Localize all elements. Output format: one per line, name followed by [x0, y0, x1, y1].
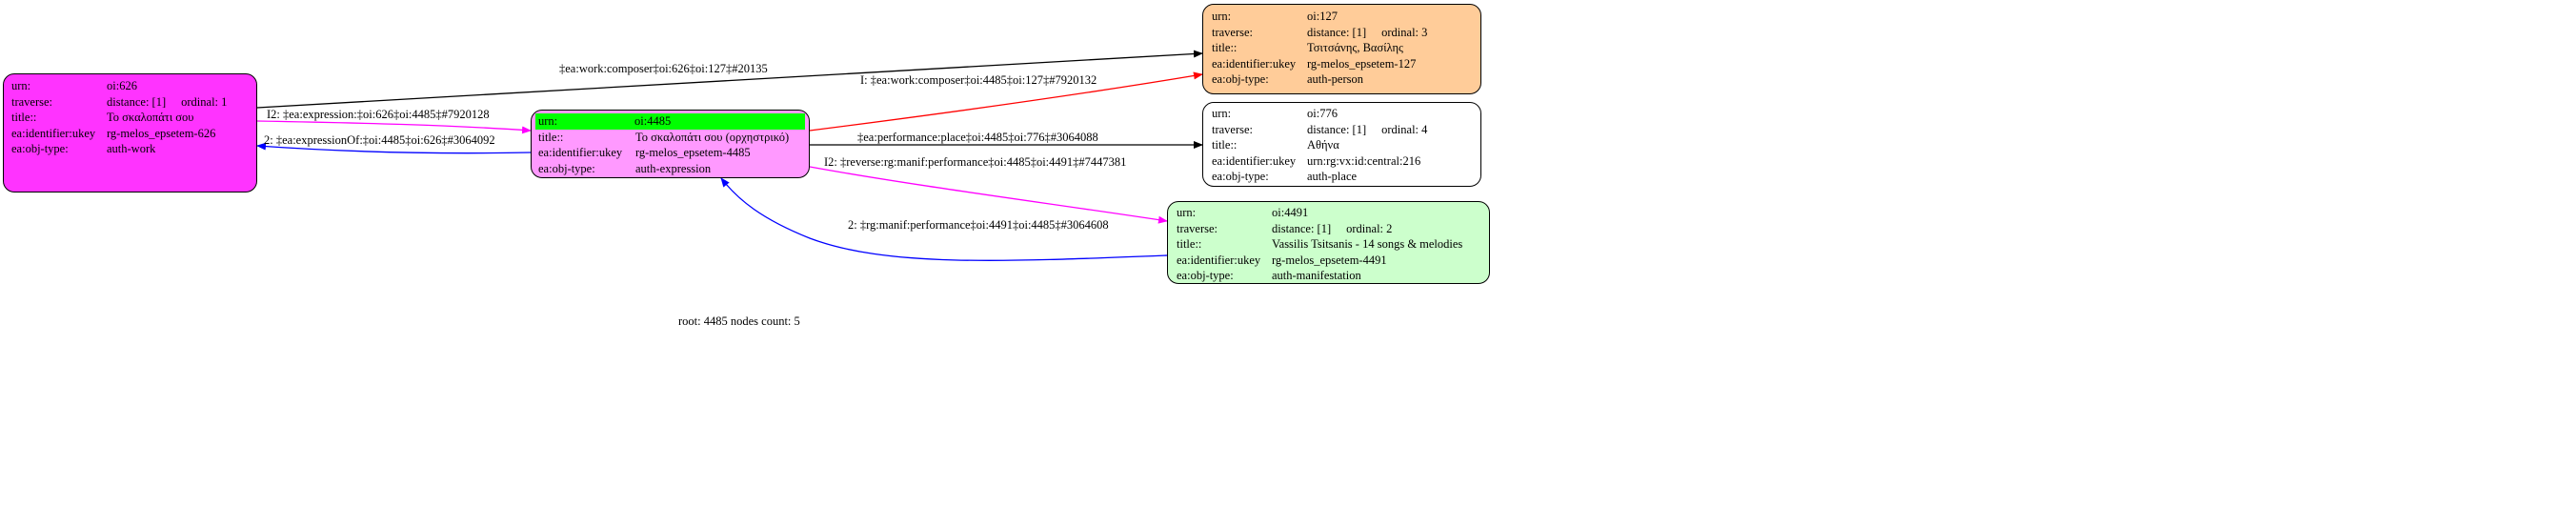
- edge-label: I2: ‡ea:expression:‡oi:626‡oi:4485‡#7920…: [267, 108, 490, 121]
- title-value: Αθήνα: [1307, 138, 1339, 152]
- ordinal-value: ordinal: 3: [1381, 25, 1428, 39]
- edge-label: I: ‡ea:work:composer‡oi:4485‡oi:127‡#792…: [860, 73, 1097, 87]
- field-label: ea:identifier:ukey: [1212, 56, 1297, 71]
- node-oi-4491[interactable]: urn: oi:4491 traverse: distance: [1] ordina…: [1167, 201, 1490, 284]
- field-label: traverse:: [1177, 221, 1218, 235]
- ordinal-value: ordinal: 4: [1381, 122, 1428, 136]
- title-value: Τσιτσάνης, Βασίλης: [1307, 41, 1404, 55]
- urn-value: oi:626: [107, 79, 137, 92]
- node-oi-4485-root[interactable]: urn:oi:4485 title::Το σκαλοπάτι σου (ορχ…: [531, 110, 810, 178]
- ordinal-value: ordinal: 1: [181, 94, 228, 109]
- field-label: traverse:: [1212, 122, 1254, 136]
- urn-value: oi:127: [1307, 10, 1338, 23]
- ukey-value: rg-melos_epsetem-4491: [1272, 253, 1387, 267]
- field-label: traverse:: [11, 94, 53, 109]
- urn-value: oi:4491: [1272, 206, 1309, 219]
- ukey-value: rg-melos_epsetem-626: [107, 126, 216, 140]
- field-label: title::: [1212, 41, 1238, 55]
- title-value: Vassilis Tsitsanis - 14 songs & melodies: [1272, 237, 1463, 252]
- edge-label: ‡ea:work:composer‡oi:626‡oi:127‡#20135: [559, 62, 768, 75]
- type-value: auth-person: [1307, 72, 1364, 87]
- field-label: ea:identifier:ukey: [11, 126, 96, 140]
- field-label: title::: [1177, 237, 1202, 252]
- edge-4485-127: [809, 71, 1203, 132]
- field-label: ea:obj-type:: [1177, 269, 1234, 283]
- distance-value: distance: [1]: [1272, 221, 1332, 235]
- field-label: ea:identifier:ukey: [538, 146, 623, 160]
- type-value: auth-place: [1307, 170, 1358, 184]
- graph-footer: root: 4485 nodes count: 5: [678, 314, 800, 328]
- field-label: urn:: [11, 79, 31, 92]
- field-label: ea:obj-type:: [1212, 72, 1269, 87]
- type-value: auth-expression: [635, 161, 712, 175]
- field-label: ea:obj-type:: [11, 142, 69, 156]
- node-oi-776[interactable]: urn: oi:776 traverse: distance: [1] ordinal…: [1202, 102, 1481, 187]
- field-label: ea:obj-type:: [538, 161, 595, 175]
- field-label: ea:identifier:ukey: [1212, 153, 1297, 168]
- distance-value: distance: [1]: [1307, 25, 1367, 39]
- edge-label: ‡ea:performance:place‡oi:4485‡oi:776‡#30…: [857, 131, 1098, 144]
- field-label: title::: [538, 130, 564, 144]
- title-value: Το σκαλοπάτι σου (ορχηστρικό): [635, 130, 790, 144]
- ukey-value: rg-melos_epsetem-127: [1307, 56, 1417, 71]
- ordinal-value: ordinal: 2: [1346, 221, 1393, 235]
- node-oi-127[interactable]: urn: oi:127 traverse: distance: [1] ordinal…: [1202, 4, 1481, 94]
- edge-4491-4485: [720, 177, 1168, 261]
- field-label: ea:obj-type:: [1212, 170, 1269, 184]
- field-label: title::: [11, 111, 37, 125]
- field-label: urn:: [535, 113, 633, 130]
- edge-4485-626: [256, 142, 532, 154]
- edge-626-127: [256, 50, 1203, 109]
- distance-value: distance: [1]: [1307, 122, 1367, 136]
- field-label: urn:: [1212, 10, 1232, 23]
- type-value: auth-work: [107, 142, 156, 156]
- edge-label: 2: ‡ea:expressionOf:‡oi:4485‡oi:626‡#306…: [264, 133, 495, 147]
- urn-value: oi:776: [1307, 107, 1338, 120]
- field-label: ea:identifier:ukey: [1177, 253, 1261, 267]
- edge-4485-4491: [809, 166, 1168, 224]
- type-value: auth-manifestation: [1272, 269, 1361, 283]
- distance-value: distance: [1]: [107, 94, 167, 109]
- edge-626-4485: [256, 120, 532, 134]
- ukey-value: urn:rg:vx:id:central:216: [1307, 153, 1421, 168]
- edge-label: 2: ‡rg:manif:performance‡oi:4491‡oi:4485…: [848, 218, 1109, 232]
- field-label: urn:: [1212, 107, 1232, 120]
- ukey-value: rg-melos_epsetem-4485: [635, 146, 751, 160]
- field-label: urn:: [1177, 206, 1197, 219]
- field-label: traverse:: [1212, 25, 1254, 39]
- title-value: Το σκαλοπάτι σου: [107, 111, 194, 125]
- node-oi-626[interactable]: urn: oi:626 traverse: distance: [1] ordinal…: [3, 73, 257, 193]
- field-label: title::: [1212, 138, 1238, 152]
- edge-label: I2: ‡reverse:rg:manif:performance‡oi:448…: [824, 155, 1127, 169]
- urn-value: oi:4485: [633, 113, 805, 130]
